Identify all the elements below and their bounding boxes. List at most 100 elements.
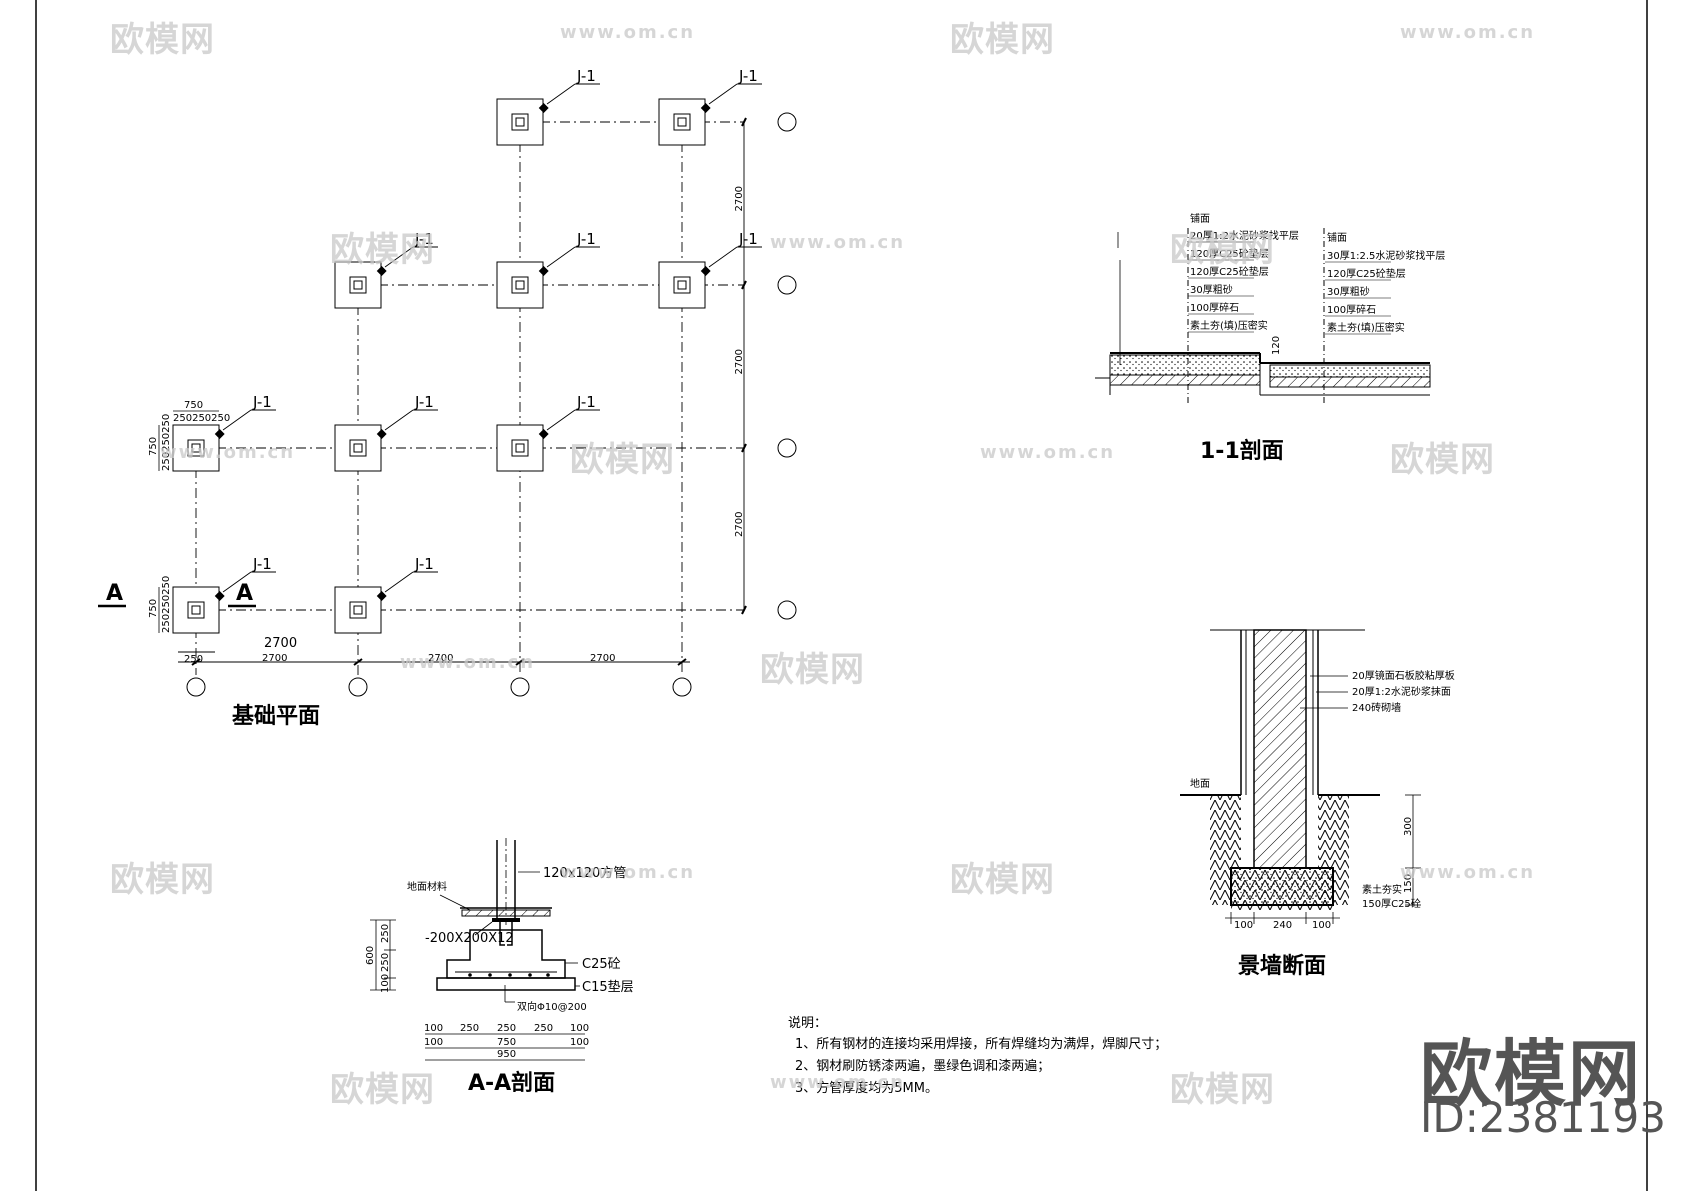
footing-outline (334, 586, 382, 634)
wall-layer-2: 20厚1:2水泥砂浆抹面 (1352, 685, 1451, 698)
section-a-a-title: A-A剖面 (468, 1070, 555, 1096)
footing-outline (334, 261, 382, 309)
s11-right-header: 铺面 (1327, 231, 1347, 244)
wall-section: 20厚镜面石板胶粘厚板 20厚1:2水泥砂浆抹面 240砖砌墙 地面 素土夯实 … (1180, 629, 1455, 931)
footing-label: J-1 (252, 555, 272, 573)
footing-outline (496, 424, 544, 472)
watermark-url: www.om.cn (400, 652, 536, 673)
footing-leader (546, 409, 576, 431)
plan-dim-bottom: 2700 (264, 636, 297, 651)
footing-pedestal (673, 113, 691, 131)
footing-column (191, 443, 201, 453)
aa-c25-label: C25砼 (582, 957, 621, 972)
footing-label: J-1 (738, 230, 758, 248)
s11-left-header: 铺面 (1190, 212, 1210, 225)
footing-column (515, 280, 525, 290)
footing-column (515, 117, 525, 127)
section-1-1: 铺面 20厚1:2水泥砂浆找平层 120厚C25砼垫层 120厚C25砼垫层 30厚粗… (1095, 212, 1445, 405)
plan-dim-right: 2700 (734, 512, 745, 537)
s11-right-layer: 100厚碎石 (1327, 303, 1376, 316)
notes-line-2: 2、钢材刷防锈漆两遍，墨绿色调和漆两遍； (795, 1058, 1050, 1074)
watermark-url: www.om.cn (160, 442, 296, 463)
footing-column (353, 605, 363, 615)
wall-dim-300: 300 (1403, 817, 1414, 836)
footing-outline (658, 261, 706, 309)
watermark-logo: 欧模网 (330, 1070, 435, 1110)
plan-title: 基础平面 (232, 704, 320, 729)
watermark-logo: 欧模网 (110, 860, 215, 900)
axis-bubble (777, 112, 797, 132)
footing-pedestal (187, 601, 205, 619)
watermark-logo: 欧模网 (570, 440, 675, 480)
axis-bubble (777, 600, 797, 620)
watermark-url: www.om.cn (560, 22, 696, 43)
aa-pipe-label: 120x120方管 (543, 865, 626, 881)
aa-dim-250-b: 250 (497, 1023, 516, 1034)
axis-bubble (510, 677, 530, 697)
footing-column (677, 280, 687, 290)
aa-plate-label: -200X200X12 (425, 931, 514, 946)
footing-column (677, 117, 687, 127)
plan-dim-right: 2700 (734, 349, 745, 374)
aa-finish-label: 地面材料 (407, 880, 447, 893)
plan-dim-bottom: 2700 (590, 653, 615, 664)
axis-bubble (777, 438, 797, 458)
section-mark-right: A (236, 581, 253, 606)
wall-section-title: 景墙断面 (1238, 953, 1326, 979)
wall-soil-label: 素土夯实 (1362, 883, 1402, 896)
watermark-url: www.om.cn (980, 442, 1116, 463)
footing-outline (172, 586, 220, 634)
axis-bubble (348, 677, 368, 697)
wall-base-label: 150厚C25砼 (1362, 897, 1421, 910)
aa-dim-100-a: 100 (424, 1023, 443, 1034)
watermark-logo: 欧模网 (1170, 1070, 1275, 1110)
footing-outline (334, 424, 382, 472)
footing-outline (496, 98, 544, 146)
s11-step-dim: 120 (1271, 336, 1282, 355)
wall-layer-3: 240砖砌墙 (1352, 701, 1401, 714)
aa-dim-250-top: 250 (380, 924, 391, 943)
footing-label: J-1 (414, 555, 434, 573)
aa-dim-100-c: 100 (424, 1037, 443, 1048)
aa-dim-250-c: 250 (534, 1023, 553, 1034)
footing-outline (496, 261, 544, 309)
axis-bubble (777, 275, 797, 295)
section-a-a: 120x120方管 地面材料 -200X200X12 C25砼 C15垫层 双向… (365, 838, 634, 1061)
brand-name: 欧模网 (1420, 1032, 1643, 1116)
watermark-url: www.om.cn (770, 232, 906, 253)
footing-leader (384, 246, 414, 268)
watermark-url: www.om.cn (770, 1072, 906, 1093)
s11-left-layer: 20厚1:2水泥砂浆找平层 (1190, 229, 1299, 242)
s11-left-layer: 120厚C25砼垫层 (1190, 247, 1269, 260)
watermark-url: www.om.cn (560, 862, 696, 883)
wall-layer-1: 20厚镜面石板胶粘厚板 (1352, 669, 1455, 682)
footing-leader (222, 571, 252, 593)
notes-line-1: 1、所有钢材的连接均采用焊接，所有焊缝均为满焊，焊脚尺寸； (795, 1036, 1167, 1052)
footing-pedestal (187, 439, 205, 457)
wall-dim-100-right: 100 (1312, 920, 1331, 931)
watermark-logo: 欧模网 (760, 650, 865, 690)
footing-dim-250-v: 250250250 (161, 414, 172, 471)
watermark-url: www.om.cn (1400, 22, 1536, 43)
aa-dim-100-b: 100 (570, 1023, 589, 1034)
footing-outline (172, 424, 220, 472)
footing-label: J-1 (576, 230, 596, 248)
s11-left-layer: 30厚粗砂 (1190, 283, 1233, 296)
footing-dim-250-v: 250250250 (161, 576, 172, 633)
footing-label: J-1 (252, 393, 272, 411)
aa-dim-250-a: 250 (460, 1023, 479, 1034)
wall-dim-150: 150 (1403, 874, 1414, 893)
s11-right-layer: 素土夯(填)压密实 (1327, 321, 1405, 334)
s11-left-layer: 120厚C25砼垫层 (1190, 265, 1269, 278)
footing-leader (708, 246, 738, 268)
plan-dim-bottom: 2700 (262, 653, 287, 664)
footing-pedestal (673, 276, 691, 294)
wall-dim-240: 240 (1273, 920, 1292, 931)
axis-bubble (672, 677, 692, 697)
wall-dim-100-left: 100 (1234, 920, 1253, 931)
footing-label: J-1 (414, 393, 434, 411)
watermark-logo: 欧模网 (950, 860, 1055, 900)
aa-c15-label: C15垫层 (582, 979, 634, 995)
